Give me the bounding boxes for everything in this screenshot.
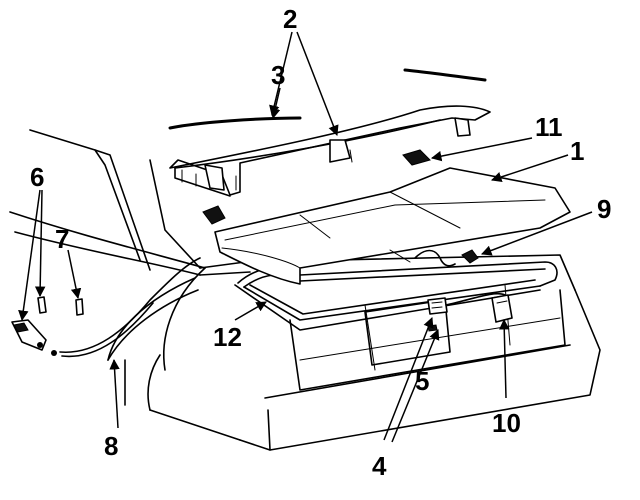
callout-6: 6 (30, 162, 44, 192)
callout-5: 5 (415, 366, 429, 396)
callout-7: 7 (55, 224, 69, 254)
callout-11: 11 (535, 112, 563, 142)
car-body (9, 129, 601, 451)
trunk-lid (214, 167, 571, 285)
callout-1: 1 (570, 136, 584, 166)
callout-9: 9 (597, 194, 611, 224)
callout-12: 12 (213, 322, 242, 352)
callout-3: 3 (271, 60, 285, 90)
callout-10: 10 (492, 408, 521, 438)
leader-lines (18, 31, 593, 443)
callout-labels: 2 3 11 1 9 6 7 12 5 10 8 4 (30, 4, 611, 481)
spoiler-seal (168, 68, 487, 130)
lock-assembly (427, 292, 513, 332)
trunk-striker (461, 249, 479, 264)
rear-spoiler (169, 105, 491, 197)
callout-4: 4 (372, 451, 387, 481)
callout-2: 2 (283, 4, 297, 34)
spoiler-brackets (202, 149, 431, 225)
callout-8: 8 (104, 431, 118, 461)
hinge-parts (11, 257, 201, 358)
